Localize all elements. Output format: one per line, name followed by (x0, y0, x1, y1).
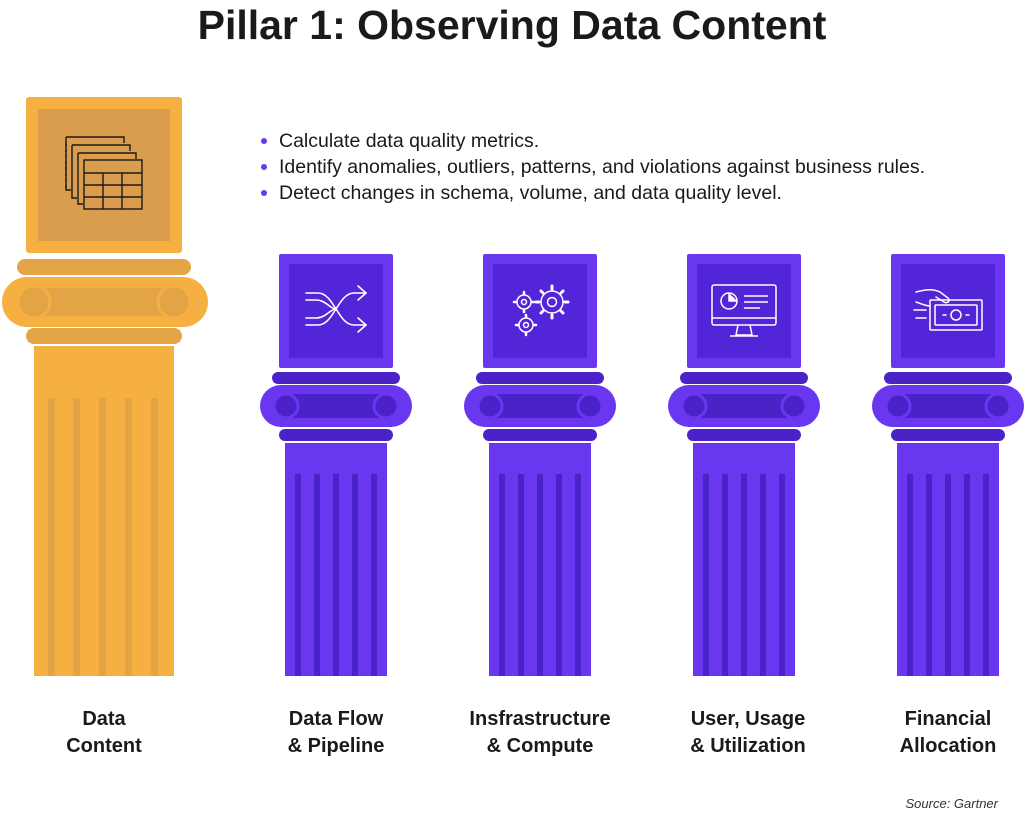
pillar-user-usage-utilization (666, 252, 822, 678)
hand-money-icon (913, 288, 983, 331)
pillar-data-content (2, 97, 208, 676)
bullet-item: Calculate data quality metrics. (258, 128, 925, 154)
pillar-label: Insfrastructure& Compute (469, 708, 611, 757)
bullet-list: Calculate data quality metrics. Identify… (258, 128, 925, 206)
source-note: Source: Gartner (905, 796, 999, 811)
pillar-financial-allocation (870, 252, 1024, 678)
pillar-infrastructure-compute (462, 252, 618, 678)
pillar-label: Data Flow& Pipeline (287, 708, 385, 757)
page-title: Pillar 1: Observing Data Content (197, 2, 827, 48)
pillar-label: User, Usage& Utilization (690, 708, 806, 757)
shuffle-arrows-icon (305, 285, 367, 333)
gears-icon (512, 284, 570, 337)
bullet-item: Detect changes in schema, volume, and da… (258, 180, 925, 206)
bullet-item: Identify anomalies, outliers, patterns, … (258, 154, 925, 180)
data-table-icon (65, 136, 143, 210)
monitor-dashboard-icon (711, 284, 777, 337)
pillar-data-flow-pipeline (258, 252, 414, 678)
